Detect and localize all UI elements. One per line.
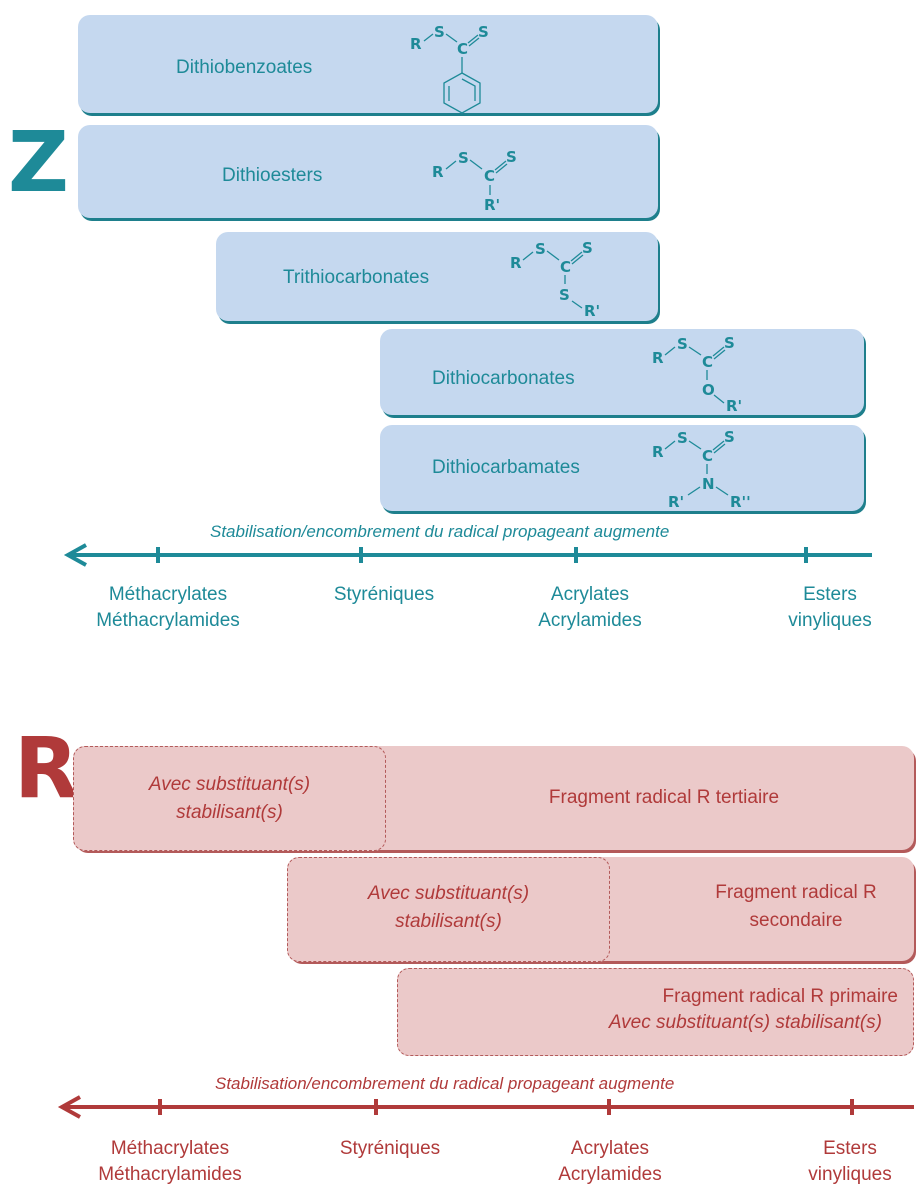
dithiocarbamates-label: Dithiocarbamates <box>432 457 580 478</box>
svg-text:C: C <box>457 40 468 58</box>
svg-text:R': R' <box>484 196 500 214</box>
svg-text:S: S <box>582 239 593 257</box>
primary-stabilising-text: Avec substituant(s) stabilisant(s) <box>608 1012 882 1033</box>
dithiocarbamate-structure: R S C S N R' R'' <box>652 428 751 511</box>
svg-text:R: R <box>410 35 422 53</box>
svg-text:O: O <box>702 381 715 399</box>
r-letter: R <box>14 719 79 817</box>
svg-text:S: S <box>677 335 688 353</box>
svg-text:R': R' <box>584 302 600 320</box>
svg-text:S: S <box>434 23 445 41</box>
dithiocarbonate-structure: R S C S O R' <box>652 334 742 415</box>
secondary-stabilising-text: Avec substituant(s)stabilisant(s) <box>367 883 530 932</box>
svg-text:S: S <box>458 149 469 167</box>
r-tick-label-styreniques: Styréniques <box>339 1138 441 1159</box>
z-letter: Z <box>8 113 69 211</box>
dithioesters-label: Dithioesters <box>222 165 323 186</box>
trithiocarbonates-box: Trithiocarbonates R S C S S R' <box>216 232 658 321</box>
r-axis-arrow <box>57 1095 914 1119</box>
dithiocarbonates-label: Dithiocarbonates <box>432 368 575 389</box>
svg-text:S: S <box>506 148 517 166</box>
svg-text:R: R <box>652 349 664 367</box>
tertiary-stabilising-box: Avec substituant(s)stabilisant(s) <box>73 746 386 851</box>
svg-text:C: C <box>702 447 713 465</box>
primary-fragment-dashed-box: Fragment radical R primaire Avec substit… <box>397 968 914 1056</box>
primary-label: Fragment radical R primaire <box>662 986 898 1007</box>
svg-text:S: S <box>724 428 735 446</box>
dithioesters-box: Dithioesters R S C S R' <box>78 125 658 218</box>
svg-text:R: R <box>652 443 664 461</box>
svg-text:S: S <box>535 240 546 258</box>
dithiocarbamates-box: Dithiocarbamates R S C S N R' R'' <box>380 425 864 511</box>
tertiary-stabilising-text: Avec substituant(s)stabilisant(s) <box>148 774 311 823</box>
svg-text:C: C <box>702 353 713 371</box>
z-axis-arrow <box>63 543 872 567</box>
svg-text:R': R' <box>668 493 684 511</box>
secondary-stabilising-box: Avec substituant(s)stabilisant(s) <box>287 857 610 962</box>
tertiary-label: Fragment radical R tertiaire <box>548 787 780 808</box>
z-tick-label-styreniques: Styréniques <box>333 584 435 605</box>
svg-text:N: N <box>702 475 715 493</box>
z-axis-caption: Stabilisation/encombrement du radical pr… <box>210 522 670 541</box>
r-axis-caption: Stabilisation/encombrement du radical pr… <box>215 1074 675 1093</box>
dithiobenzoates-label: Dithiobenzoates <box>176 57 313 78</box>
trithiocarbonates-label: Trithiocarbonates <box>283 267 430 288</box>
dithiocarbonates-box: Dithiocarbonates R S C S O R' <box>380 329 864 415</box>
svg-text:S: S <box>559 286 570 304</box>
svg-text:S: S <box>478 23 489 41</box>
dithiobenzoate-structure: R S C S <box>410 23 489 114</box>
svg-text:C: C <box>484 167 495 185</box>
svg-text:S: S <box>677 429 688 447</box>
svg-text:R: R <box>510 254 522 272</box>
svg-text:S: S <box>724 334 735 352</box>
trithiocarbonate-structure: R S C S S R' <box>510 239 600 320</box>
dithioester-structure: R S C S R' <box>432 148 517 214</box>
dithiobenzoates-box: Dithiobenzoates R S C S <box>78 15 658 114</box>
svg-text:R'': R'' <box>730 493 751 511</box>
svg-text:R: R <box>432 163 444 181</box>
svg-text:R': R' <box>726 397 742 415</box>
svg-text:C: C <box>560 258 571 276</box>
